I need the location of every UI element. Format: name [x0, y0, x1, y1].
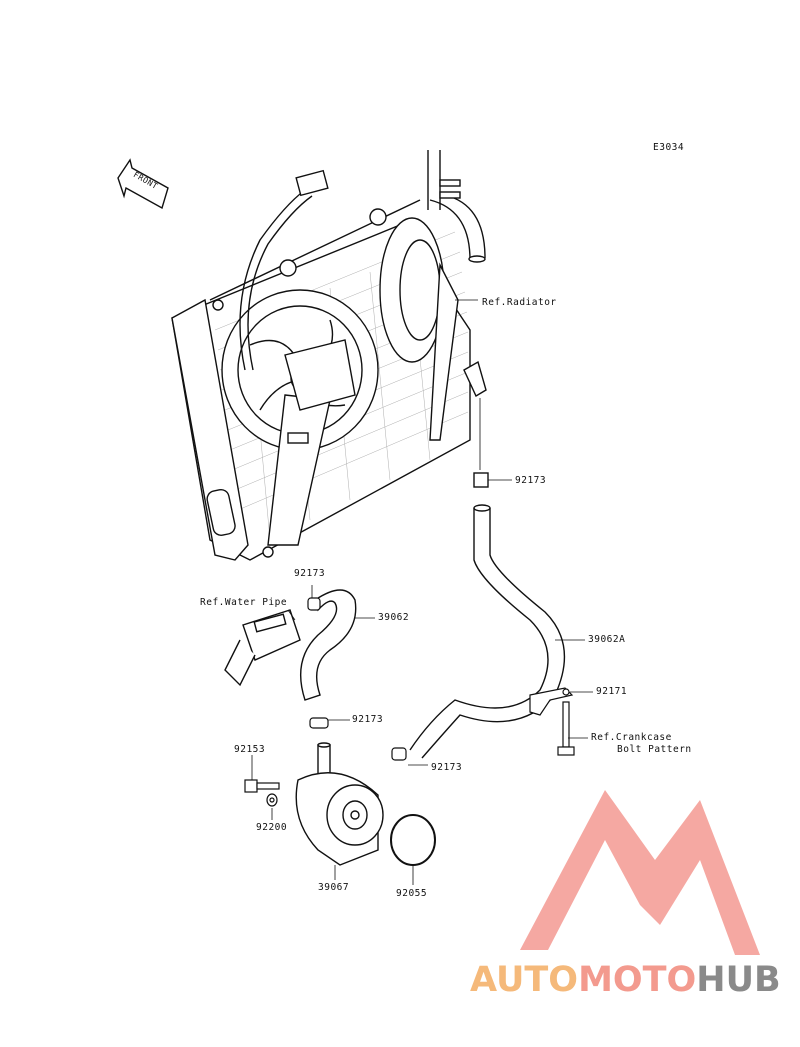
watermark-hub: HUB [696, 960, 781, 1000]
label-39062A: 39062A [588, 634, 626, 645]
diagram-code: E3034 [653, 142, 685, 153]
label-92173-d: 92173 [431, 762, 463, 773]
label-92173-c: 92173 [352, 714, 384, 725]
upper-hose-fitting [463, 360, 489, 488]
washer-92200 [266, 793, 278, 807]
label-92171: 92171 [596, 686, 628, 697]
hose-39062A[interactable] [409, 504, 566, 759]
label-ref-radiator: Ref.Radiator [482, 297, 557, 308]
bolt-92153 [244, 779, 280, 793]
hose-39062[interactable] [299, 589, 357, 701]
leader-lines [251, 299, 593, 885]
label-ref-crankcase: Ref.Crankcase [591, 732, 672, 743]
o-ring-92055 [390, 814, 436, 866]
watermark-auto: AUTO [470, 960, 579, 1000]
bracket-92171 [529, 687, 575, 756]
radiator [171, 150, 486, 561]
label-92153: 92153 [234, 744, 266, 755]
watermark-moto: MOTO [578, 960, 697, 1000]
label-39067: 39067 [318, 882, 350, 893]
watermark-text: AUTOMOTOHUB [470, 960, 781, 1000]
oil-cooler[interactable] [295, 742, 384, 866]
water-pipe [224, 609, 301, 687]
watermark-logo [520, 790, 760, 955]
label-92173-a: 92173 [515, 475, 547, 486]
clamp-92173 [307, 597, 407, 761]
label-92173-b: 92173 [294, 568, 326, 579]
label-92055: 92055 [396, 888, 428, 899]
label-ref-water-pipe: Ref.Water Pipe [200, 597, 288, 608]
label-92200: 92200 [256, 822, 288, 833]
front-arrow-icon [117, 158, 169, 210]
label-bolt-pattern: Bolt Pattern [617, 744, 692, 755]
label-39062: 39062 [378, 612, 410, 623]
